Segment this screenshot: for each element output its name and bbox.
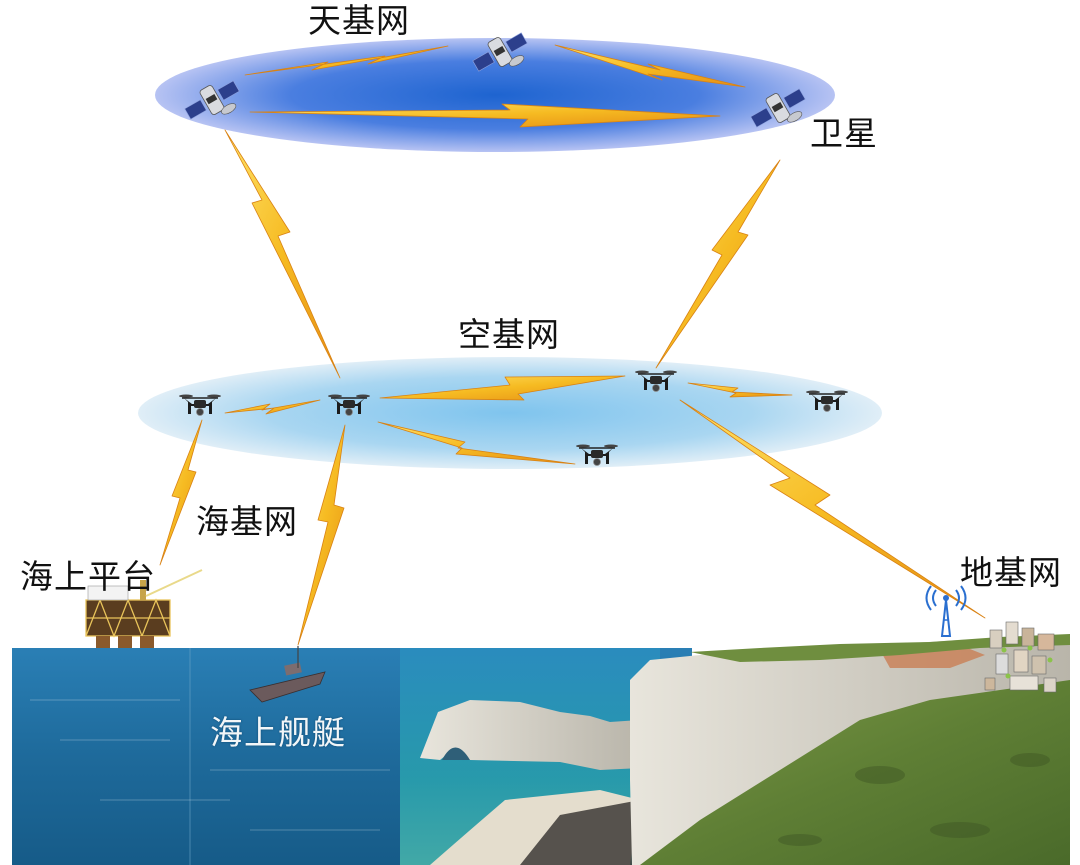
drone-1 <box>178 393 222 417</box>
sea-platform-label: 海上平台 <box>20 557 156 596</box>
link-sat-right-drone-4 <box>655 159 781 369</box>
link-drone-4-ground <box>679 399 986 619</box>
warship-icon <box>249 646 326 703</box>
link-sat-top-right <box>554 44 746 88</box>
drone-4 <box>634 369 678 393</box>
link-drone-1-2 <box>224 399 321 415</box>
air-network-label: 空基网 <box>458 315 560 354</box>
sea-platform-icon <box>85 569 203 648</box>
space-network-label: 天基网 <box>308 1 410 40</box>
link-drone-2-4 <box>379 375 626 401</box>
signal-tower-icon <box>925 585 967 637</box>
drone-5 <box>805 389 849 413</box>
link-drone-2-3 <box>377 421 576 465</box>
satellite-right <box>750 88 806 128</box>
link-sat-left-right <box>249 103 721 128</box>
link-drone-2-warship <box>297 424 346 646</box>
link-sat-left-top <box>244 45 449 76</box>
drone-3 <box>575 443 619 467</box>
warship-label: 海上舰艇 <box>210 713 346 752</box>
link-drone-1-platform <box>159 419 203 566</box>
ground-city-icon <box>984 621 1057 693</box>
satellite-left <box>184 80 240 120</box>
link-drone-4-5 <box>687 382 793 398</box>
sea-network-label: 海基网 <box>196 502 298 541</box>
link-sat-left-drone-2 <box>224 129 341 379</box>
ground-network-label: 地基网 <box>960 553 1062 592</box>
drone-2 <box>327 393 371 417</box>
satellite-label: 卫星 <box>810 114 878 153</box>
satellite-top <box>472 32 528 72</box>
